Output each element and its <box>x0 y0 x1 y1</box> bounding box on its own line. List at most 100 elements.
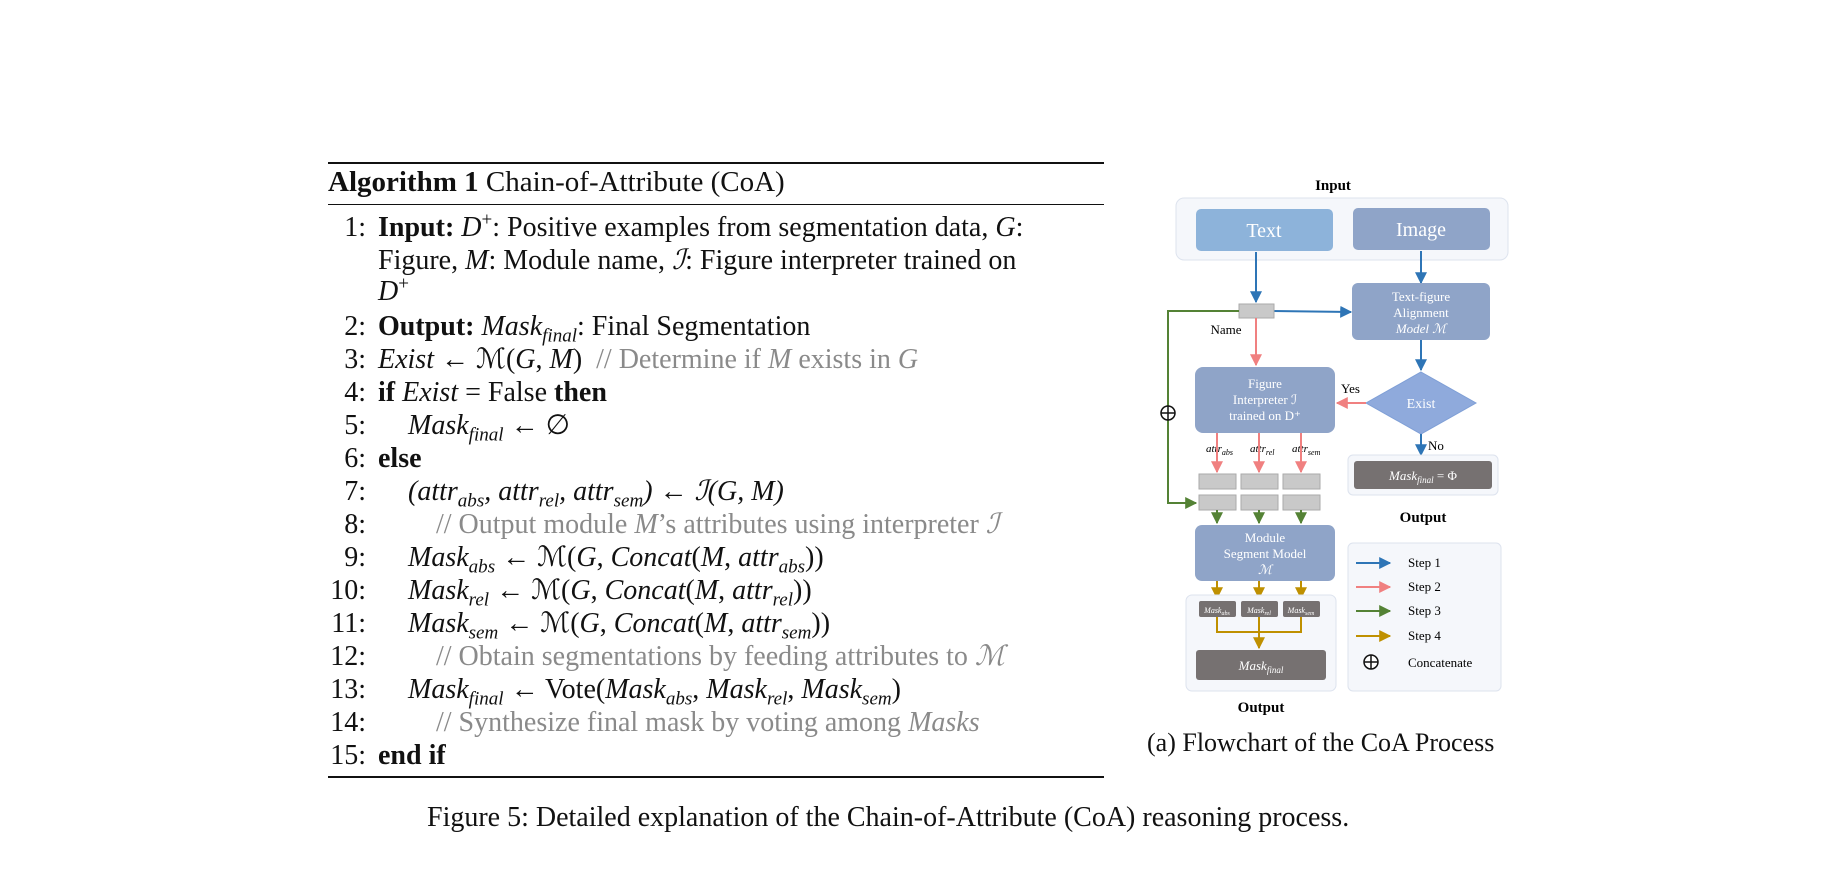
math-m: M <box>694 575 719 606</box>
keyword-else: else <box>378 443 422 474</box>
math-g: G <box>515 344 536 375</box>
attr-abs-box <box>1198 473 1237 490</box>
attr-abs-label: attrabs <box>1206 443 1233 457</box>
mask-phi-sub: final <box>1417 475 1434 485</box>
attr-rel-box <box>1240 473 1279 490</box>
line-text: ← Vote( <box>503 674 606 705</box>
line-number: 11: <box>331 608 366 639</box>
math-m: M <box>465 245 489 276</box>
line-text: , <box>727 608 742 639</box>
math-mask: Mask <box>801 674 863 705</box>
math-text: , attr <box>559 476 614 507</box>
line-text: ) <box>572 344 583 375</box>
output-right-label: Output <box>1400 510 1447 526</box>
no-label: No <box>1428 438 1444 453</box>
math-attr: attr <box>741 608 782 639</box>
comment-text: // Determine if <box>596 344 768 375</box>
line-text: , <box>599 608 614 639</box>
input-label: Input <box>1315 178 1351 194</box>
comment-math: M <box>634 509 658 540</box>
comment-text: // Obtain segmentations by feeding attri… <box>436 641 975 672</box>
line-number: 4: <box>344 377 366 408</box>
math-sub: sem <box>862 688 892 710</box>
keyword-output: Output: <box>378 311 475 342</box>
mask-abs-sub: abs <box>1221 611 1230 617</box>
math-exist: Exist <box>402 377 459 408</box>
mask-abs-label: Maskabs <box>1203 606 1230 617</box>
attr-sem-sub: sem <box>1308 448 1321 457</box>
math-sup: + <box>398 273 409 295</box>
mask-rel-sub: rel <box>1264 611 1271 617</box>
line-text: )) <box>811 608 831 639</box>
line-number: 10: <box>330 575 366 606</box>
mask-abs-main: Mask <box>1203 606 1222 615</box>
math-sub: abs <box>778 556 806 578</box>
line-text: : Module name, <box>488 245 672 276</box>
math-attr: attr <box>738 542 779 573</box>
mask-final-box <box>1196 650 1326 680</box>
line-number: 15: <box>330 740 366 771</box>
name-label: Name <box>1210 322 1241 337</box>
line-number: 6: <box>344 443 366 474</box>
mask-rel-main: Mask <box>1246 606 1265 615</box>
image-box-label: Image <box>1396 219 1446 241</box>
math-m: M <box>703 608 728 639</box>
line-text: , <box>692 674 707 705</box>
line-text: , <box>787 674 802 705</box>
math-sub: final <box>468 424 504 446</box>
line-text: , <box>718 575 733 606</box>
legend-step3: Step 3 <box>1408 603 1441 618</box>
figure-caption: Figure 5: Detailed explanation of the Ch… <box>427 802 1350 833</box>
line-text: , <box>596 542 611 573</box>
mask-phi-label: Maskfinal = Φ <box>1388 468 1458 485</box>
line-text: , <box>535 344 550 375</box>
math-sub: abs <box>457 490 485 512</box>
step1-arrow-name-to-align <box>1272 305 1353 318</box>
mask-rel-box <box>1241 601 1278 617</box>
comment-math: Masks <box>908 707 980 738</box>
math-sub: rel <box>468 589 490 611</box>
math-concat: Concat <box>604 575 686 606</box>
interpreter-line-3: trained on D⁺ <box>1229 408 1301 423</box>
math-text: (attr <box>408 476 458 507</box>
interpreter-line-1: Figure <box>1248 376 1282 391</box>
alignment-line-2: Alignment <box>1393 305 1449 320</box>
line-text: )) <box>805 542 824 573</box>
line-number: 8: <box>344 509 366 540</box>
algorithm-title: Algorithm 1 Chain-of-Attribute (CoA) <box>328 166 785 199</box>
math-sub: final <box>542 325 578 347</box>
segment-line-3: ℳ <box>1258 562 1274 577</box>
mask-sem-sub: sem <box>1305 611 1315 617</box>
keyword-end-if: end if <box>378 740 446 771</box>
text-box <box>1196 209 1333 251</box>
math-g: G <box>570 575 591 606</box>
math-mask: Mask <box>408 674 469 705</box>
yes-label: Yes <box>1341 381 1360 396</box>
alignment-model-box <box>1352 283 1490 340</box>
math-sub: final <box>468 688 504 710</box>
keyword-if: if <box>378 377 396 408</box>
attr-abs-sub: abs <box>1222 448 1233 457</box>
line-number: 9: <box>344 542 366 573</box>
math-d: D <box>378 276 399 307</box>
legend <box>1347 542 1502 692</box>
line-text: : <box>1015 212 1024 243</box>
algorithm-name: Chain-of-Attribute (CoA) <box>485 166 785 198</box>
math-attr: attr <box>732 575 773 606</box>
mask-sem-box <box>1283 601 1320 617</box>
comment-text: exists in <box>791 344 898 375</box>
comment-math: ℳ <box>974 641 1005 672</box>
mask-phi-box <box>1354 461 1492 489</box>
math-sub: rel <box>772 589 794 611</box>
legend-concat-icon <box>1363 654 1379 670</box>
segment-line-2: Segment Model <box>1224 546 1307 561</box>
attr-rel-sub: rel <box>1266 448 1275 457</box>
legend-step1: Step 1 <box>1408 555 1441 570</box>
line-text: ← ℳ( <box>498 608 580 639</box>
bottom-rule <box>328 776 1104 778</box>
segment-model-box <box>1195 525 1335 581</box>
attr-abs-main: attr <box>1206 443 1223 455</box>
output-bottom-label: Output <box>1238 700 1285 716</box>
line-number: 1: <box>344 212 366 243</box>
figure-interpreter-box <box>1195 367 1335 433</box>
